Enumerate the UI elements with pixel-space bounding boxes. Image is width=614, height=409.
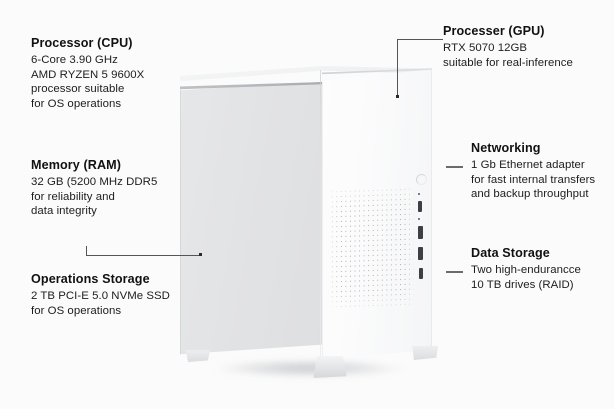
callout-data-storage-line-1: Two high-endurancce <box>471 264 581 276</box>
case-front-corner-edge <box>320 70 321 360</box>
callout-cpu-line-3: processor suitable <box>31 83 125 96</box>
callout-operations-storage: Operations Storage 2 TB PCI-E 5.0 NVMe S… <box>31 272 170 318</box>
leader-dot-gpu <box>396 95 399 98</box>
case-foot-right <box>412 346 438 360</box>
leader-dot-ram <box>199 253 202 256</box>
callout-ram-title: Memory (RAM) <box>31 158 122 172</box>
case-side-panel <box>180 82 323 355</box>
callout-cpu: Processor (CPU) 6-Core 3.90 GHz AMD RYZE… <box>31 36 144 111</box>
callout-networking-line-2: for fast internal transfers <box>471 173 596 186</box>
leader-line-gpu-vertical <box>397 39 399 97</box>
case-contact-shadow <box>174 356 446 382</box>
callout-ram-line-2: for reliability and <box>31 190 115 203</box>
callout-ram: Memory (RAM) 32 GB (5200 MHz DDR5 for re… <box>31 158 157 219</box>
callout-gpu-title: Processer (GPU) <box>443 24 545 38</box>
callout-operations-storage-line-2: for OS operations <box>31 304 122 317</box>
audio-jack-port <box>419 267 423 280</box>
callout-cpu-title: Processor (CPU) <box>31 36 133 50</box>
callout-gpu-line-1: RTX 5070 12GB <box>443 42 528 54</box>
usb-port-1 <box>418 200 422 213</box>
leader-line-ram-horizontal <box>86 255 201 257</box>
leader-dash-networking <box>446 166 463 168</box>
callout-ram-line-1: 32 GB (5200 MHz DDR5 <box>31 176 158 188</box>
case-side-top-edge <box>180 82 323 90</box>
callout-operations-storage-line-1: 2 TB PCI-E 5.0 NVMe SSD <box>31 290 170 302</box>
callout-networking: Networking 1 Gb Ethernet adapter for fas… <box>471 141 595 202</box>
case-foot-rear <box>185 350 210 362</box>
callout-cpu-line-2: AMD RYZEN 5 9600X <box>31 68 145 81</box>
case-foot-front <box>313 356 347 378</box>
callout-gpu-line-2: suitable for real-inference <box>443 56 573 69</box>
callout-data-storage-line-2: 10 TB drives (RAID) <box>471 278 574 291</box>
usb-port-3 <box>418 246 423 261</box>
ventilation-mesh <box>330 186 414 310</box>
callout-networking-line-1: 1 Gb Ethernet adapter <box>471 159 585 171</box>
leader-dash-data-storage <box>446 271 463 273</box>
usb-port-2 <box>418 225 423 240</box>
pc-tower-illustration <box>174 60 446 382</box>
callout-ram-line-3: data integrity <box>31 205 97 218</box>
callout-data-storage: Data Storage Two high-endurancce 10 TB d… <box>471 246 581 292</box>
callout-operations-storage-title: Operations Storage <box>31 272 150 286</box>
case-front-top-edge <box>322 68 432 75</box>
callout-cpu-line-1: 6-Core 3.90 GHz <box>31 54 118 66</box>
callout-data-storage-title: Data Storage <box>471 246 550 260</box>
leader-line-ram-vertical <box>86 246 88 256</box>
callout-cpu-line-4: for OS operations <box>31 97 122 110</box>
leader-line-gpu-horizontal <box>398 39 443 41</box>
callout-networking-title: Networking <box>471 141 541 155</box>
callout-networking-line-3: and backup throughput <box>471 188 589 201</box>
callout-gpu: Processer (GPU) RTX 5070 12GB suitable f… <box>443 24 573 70</box>
case-soft-shadow <box>190 360 440 376</box>
